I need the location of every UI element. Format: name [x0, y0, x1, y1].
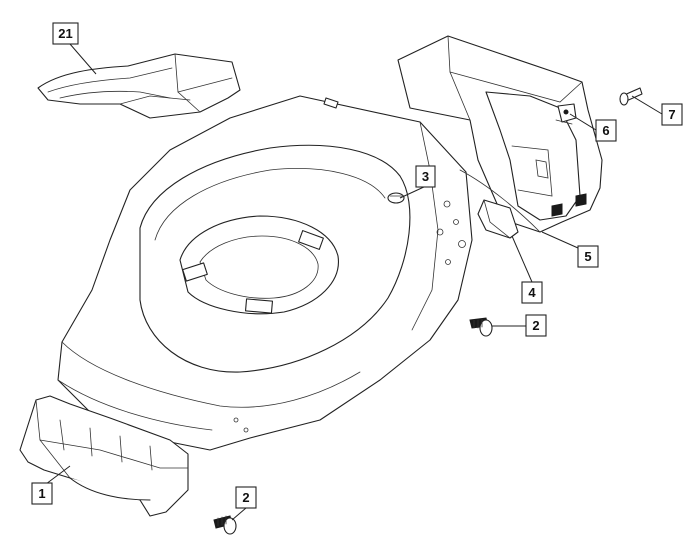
- callout-label: 2: [532, 318, 539, 333]
- callout-4: 4: [521, 281, 543, 304]
- part-5-rear-housing: [397, 35, 603, 233]
- callout-label: 21: [58, 26, 72, 41]
- callout-label: 5: [584, 249, 591, 264]
- callout-6: 6: [595, 119, 617, 142]
- callout-21: 21: [52, 22, 79, 45]
- callout-5: 5: [577, 245, 599, 268]
- part-3-plug: [387, 192, 405, 204]
- part-2-bolt-upper: [469, 317, 493, 337]
- callout-label: 4: [528, 285, 536, 300]
- callout-label: 2: [242, 490, 249, 505]
- mower-deck-body: [57, 95, 473, 451]
- callout-label: 1: [38, 486, 45, 501]
- callout-2-upper: 2: [525, 314, 547, 337]
- leader-lines: [45, 43, 663, 521]
- callout-3: 3: [415, 165, 436, 188]
- part-7-screw: [619, 87, 643, 106]
- callout-label: 6: [602, 123, 609, 138]
- callout-2-lower: 2: [235, 486, 257, 509]
- part-2-bolt-lower: [213, 515, 237, 535]
- callout-label: 3: [422, 169, 429, 184]
- callout-label: 7: [668, 107, 675, 122]
- callout-1: 1: [31, 482, 53, 505]
- part-4-flap: [477, 199, 519, 239]
- part-21-deflector: [37, 53, 241, 119]
- callout-7: 7: [661, 103, 683, 126]
- part-1-front-flap: [19, 395, 189, 517]
